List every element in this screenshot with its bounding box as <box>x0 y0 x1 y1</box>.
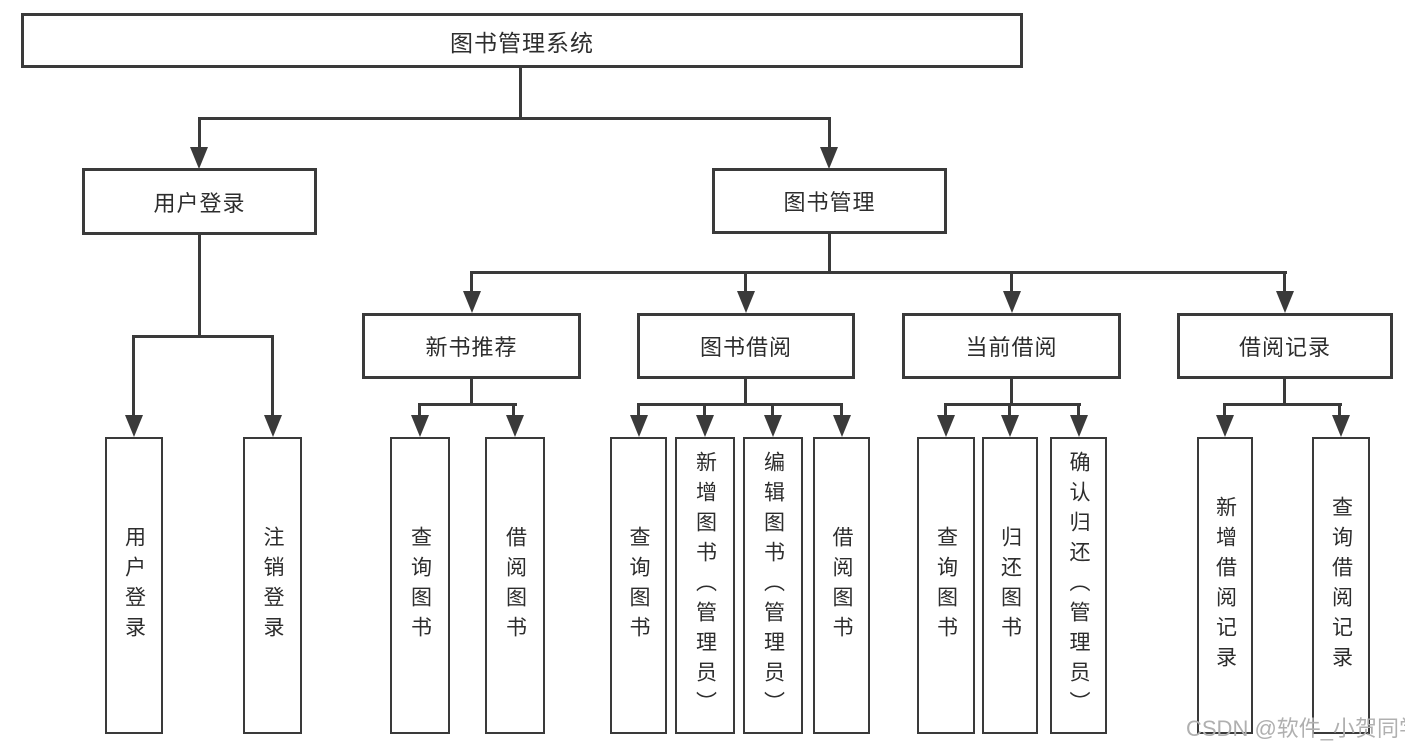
leaf-query-books-3-label: 查询图书 <box>934 525 958 646</box>
leaf-return-book-label: 归还图书 <box>998 525 1022 646</box>
connector-borrow-records-hline <box>1223 403 1342 406</box>
leaf-query-books-2: 查询图书 <box>610 437 667 734</box>
connector-user-login-hline <box>132 335 274 338</box>
connector-borrow-records-stub <box>1283 378 1286 405</box>
connector-leaf-drop <box>771 403 774 419</box>
leaf-query-borrow-record: 查询借阅记录 <box>1312 437 1370 734</box>
arrowhead-icon <box>264 415 282 437</box>
connector-leaf-drop <box>703 403 706 419</box>
leaf-add-borrow-record: 新增借阅记录 <box>1197 437 1253 734</box>
node-user-login-label: 用户登录 <box>153 190 246 216</box>
leaf-query-books-1: 查询图书 <box>390 437 450 734</box>
node-root: 图书管理系统 <box>21 13 1023 68</box>
connector-level2-hline <box>198 117 831 120</box>
arrowhead-icon <box>833 415 851 437</box>
arrowhead-icon <box>1003 291 1021 313</box>
arrowhead-icon <box>630 415 648 437</box>
connector-user-login-stub <box>198 234 201 336</box>
arrowhead-icon <box>937 415 955 437</box>
connector-leaf-drop <box>840 403 843 419</box>
node-book-management: 图书管理 <box>712 168 947 234</box>
connector-book-management-stub <box>828 233 831 273</box>
leaf-edit-book-admin-label: 编辑图书（管理员） <box>761 450 785 721</box>
connector-to-leaf-login <box>132 335 135 418</box>
connector-new-book-hline <box>418 403 517 406</box>
node-current-borrow-label: 当前借阅 <box>965 335 1058 360</box>
leaf-logout: 注销登录 <box>243 437 302 734</box>
arrowhead-icon <box>463 291 481 313</box>
connector-level3-hline <box>470 271 1287 274</box>
arrowhead-icon <box>125 415 143 437</box>
arrowhead-icon <box>1001 415 1019 437</box>
connector-to-current-borrow <box>1010 271 1013 295</box>
node-current-borrow: 当前借阅 <box>902 313 1121 379</box>
arrowhead-icon <box>764 415 782 437</box>
leaf-query-books-2-label: 查询图书 <box>627 525 650 646</box>
node-borrow-records: 借阅记录 <box>1177 313 1393 379</box>
leaf-user-login: 用户登录 <box>105 437 163 734</box>
connector-to-book-management <box>828 117 831 150</box>
arrowhead-icon <box>1332 415 1350 437</box>
connector-leaf-drop <box>418 403 421 419</box>
leaf-add-book-admin-label: 新增图书（管理员） <box>693 450 717 721</box>
connector-leaf-drop <box>1338 403 1341 419</box>
leaf-query-books-3: 查询图书 <box>917 437 975 734</box>
connector-book-borrow-stub <box>744 378 747 405</box>
connector-to-user-login <box>198 117 201 150</box>
leaf-confirm-return-admin-label: 确认归还（管理员） <box>1067 450 1090 721</box>
node-new-book-recommend: 新书推荐 <box>362 313 581 379</box>
node-book-borrow: 图书借阅 <box>637 313 855 379</box>
leaf-borrow-books-2-label: 借阅图书 <box>830 525 853 646</box>
leaf-add-book-admin: 新增图书（管理员） <box>675 437 735 734</box>
arrowhead-icon <box>1070 415 1088 437</box>
csdn-watermark: CSDN @软件_小贺同学 <box>1186 716 1405 741</box>
leaf-return-book: 归还图书 <box>982 437 1038 734</box>
connector-leaf-drop <box>1008 403 1011 419</box>
leaf-query-books-1-label: 查询图书 <box>408 525 432 646</box>
connector-leaf-drop <box>1077 403 1080 419</box>
connector-to-borrow-records <box>1283 271 1286 295</box>
leaf-confirm-return-admin: 确认归还（管理员） <box>1050 437 1107 734</box>
arrowhead-icon <box>820 147 838 169</box>
node-new-book-recommend-label: 新书推荐 <box>425 335 518 360</box>
connector-book-borrow-hline <box>637 403 843 406</box>
connector-current-borrow-stub <box>1010 378 1013 405</box>
leaf-logout-label: 注销登录 <box>261 525 284 646</box>
arrowhead-icon <box>190 147 208 169</box>
connector-leaf-drop <box>944 403 947 419</box>
connector-new-book-stub <box>470 378 473 405</box>
leaf-user-login-label: 用户登录 <box>122 525 146 646</box>
node-borrow-records-label: 借阅记录 <box>1238 335 1331 360</box>
leaf-add-borrow-record-label: 新增借阅记录 <box>1213 495 1237 676</box>
node-root-label: 图书管理系统 <box>450 29 594 56</box>
connector-root-stub <box>519 68 522 118</box>
connector-to-book-borrow <box>744 271 747 295</box>
arrowhead-icon <box>1276 291 1294 313</box>
arrowhead-icon <box>506 415 524 437</box>
arrowhead-icon <box>696 415 714 437</box>
leaf-borrow-books-1-label: 借阅图书 <box>503 525 527 646</box>
leaf-query-borrow-record-label: 查询借阅记录 <box>1329 495 1353 676</box>
connector-leaf-drop <box>637 403 640 419</box>
node-book-borrow-label: 图书借阅 <box>699 335 792 360</box>
leaf-edit-book-admin: 编辑图书（管理员） <box>743 437 803 734</box>
leaf-borrow-books-2: 借阅图书 <box>813 437 870 734</box>
node-book-management-label: 图书管理 <box>783 190 876 215</box>
arrowhead-icon <box>737 291 755 313</box>
leaf-borrow-books-1: 借阅图书 <box>485 437 545 734</box>
node-user-login: 用户登录 <box>82 168 317 235</box>
connector-to-new-book <box>470 271 473 295</box>
connector-leaf-drop <box>512 403 515 419</box>
connector-current-borrow-hline <box>944 403 1081 406</box>
arrowhead-icon <box>1216 415 1234 437</box>
connector-leaf-drop <box>1223 403 1226 419</box>
arrowhead-icon <box>411 415 429 437</box>
connector-to-leaf-logout <box>271 335 274 418</box>
